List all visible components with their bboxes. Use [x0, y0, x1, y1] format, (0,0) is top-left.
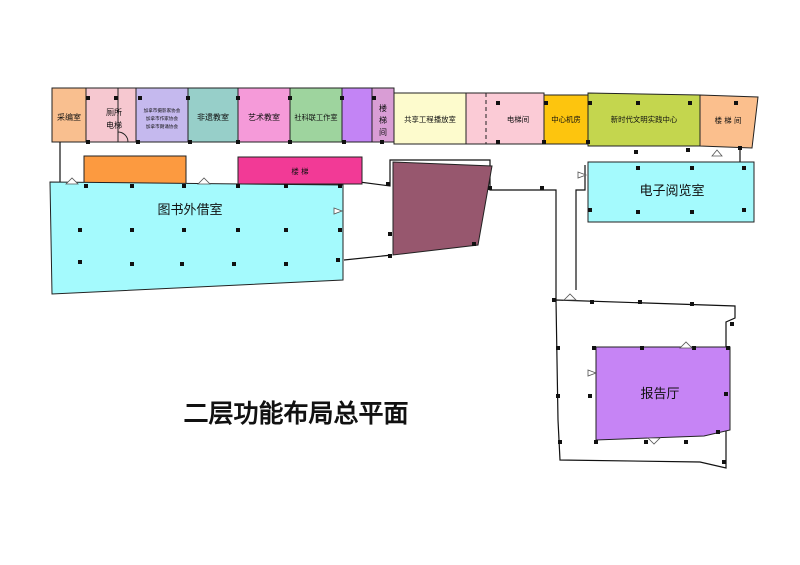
columns [78, 96, 746, 464]
label-feiyi: 非遗教室 [197, 112, 229, 122]
room-loutijian-r [699, 94, 759, 149]
room-diantijian [465, 92, 545, 145]
label-baogao: 报告厅 [640, 387, 679, 402]
label-louti-mid: 楼 梯 [291, 167, 308, 176]
room-purple [341, 87, 373, 143]
label-xinshidai: 新时代文明实践中心 [611, 115, 678, 124]
room-yishu [237, 87, 291, 143]
label-yishu: 艺术教室 [248, 112, 280, 122]
label-loutijian-r: 楼 梯 间 [715, 116, 742, 125]
room-waijie [49, 181, 344, 295]
room-assoc [135, 87, 189, 143]
label-gongxiang: 共享工程播放室 [404, 115, 456, 124]
strip-orange [83, 155, 187, 185]
room-gongxiang [393, 92, 467, 145]
label-loutijian-v: 楼梯间 [379, 103, 388, 140]
label-zhongxin: 中心机房 [551, 115, 581, 124]
top-room-row [51, 87, 759, 149]
label-assoc-2: 加拿市作家协会 [146, 115, 179, 122]
label-assoc-3: 加拿市朗诵协会 [146, 123, 179, 130]
label-diantijian: 电梯间 [507, 115, 529, 124]
room-maroon [392, 161, 493, 256]
label-cesuo-left: 厕所 [106, 107, 122, 117]
label-dianti-left: 电梯 [106, 120, 122, 130]
strip-pink [237, 156, 363, 185]
room-zhongxin [543, 94, 589, 145]
room-caibian [51, 87, 87, 143]
room-cesuo [85, 87, 137, 143]
label-waijie: 图书外借室 [157, 202, 222, 218]
label-dianzi: 电子阅览室 [639, 183, 704, 199]
room-sheke [289, 87, 343, 143]
page-title: 二层功能布局总平面 [183, 399, 408, 428]
label-caibian: 采编室 [57, 112, 81, 122]
room-dianzi [587, 161, 755, 223]
label-assoc-1: 加拿市摄影家协会 [144, 107, 181, 114]
door-marks [65, 149, 723, 445]
label-sheke: 社科联工作室 [294, 113, 337, 122]
